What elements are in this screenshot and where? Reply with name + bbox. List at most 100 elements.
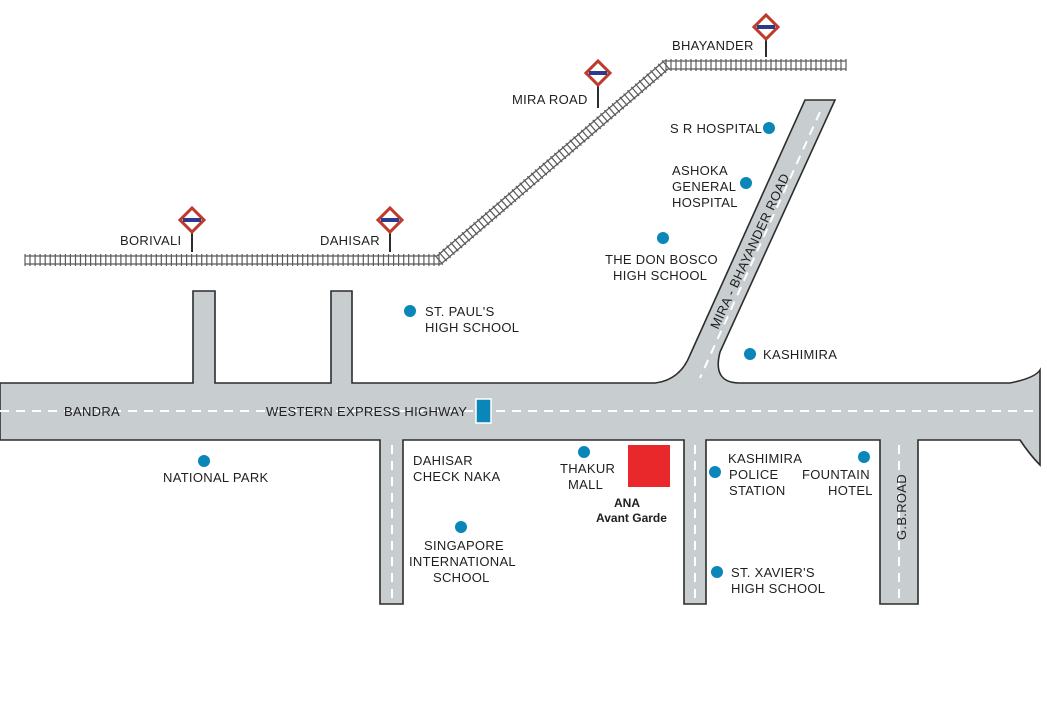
rail-sleeper bbox=[484, 212, 494, 222]
rail-sleeper bbox=[438, 251, 448, 262]
location-dot-icon bbox=[744, 348, 756, 360]
rail-sleeper bbox=[453, 238, 463, 249]
rail-sleeper bbox=[492, 205, 502, 216]
rail-sleeper bbox=[465, 228, 475, 239]
rail-sleeper bbox=[442, 248, 452, 259]
poi-label-sr-hospital: S R HOSPITAL bbox=[670, 121, 762, 136]
project-label-2: Avant Garde bbox=[596, 511, 667, 525]
station-label-dahisar: DAHISAR bbox=[320, 233, 380, 248]
station-label-mira-road: MIRA ROAD bbox=[512, 92, 588, 107]
poi-label-kpolice-2: POLICE bbox=[729, 467, 779, 482]
poi-kashimira-police: KASHIMIRA POLICE STATION bbox=[709, 451, 802, 498]
location-dot-icon bbox=[711, 566, 723, 578]
project-ana-avant-garde: ANA Avant Garde bbox=[596, 445, 670, 525]
poi-label-ashoka-2: GENERAL bbox=[672, 179, 736, 194]
rail-sleeper bbox=[607, 106, 617, 117]
poi-st-xaviers: ST. XAVIER'S HIGH SCHOOL bbox=[711, 565, 825, 596]
road-label-gb-road: G.B.ROAD bbox=[894, 474, 909, 540]
poi-label-thakur-1: THAKUR bbox=[560, 461, 615, 476]
rail-sleeper bbox=[573, 136, 582, 146]
location-dot-icon bbox=[455, 521, 467, 533]
rail-sleeper bbox=[623, 93, 632, 103]
poi-label-xavier-1: ST. XAVIER'S bbox=[731, 565, 815, 580]
rail-sleeper bbox=[503, 195, 513, 206]
rail-sleeper bbox=[519, 182, 529, 193]
rail-sleeper bbox=[450, 241, 459, 252]
rail-sleeper bbox=[657, 63, 667, 74]
rail-sleeper bbox=[461, 231, 471, 242]
project-marker bbox=[628, 445, 670, 487]
poi-label-kpolice-3: STATION bbox=[729, 483, 786, 498]
poi-label-kashimira: KASHIMIRA bbox=[763, 347, 837, 362]
railway-line bbox=[24, 59, 847, 266]
mbr-centre-line bbox=[699, 111, 821, 379]
station-mira-road: MIRA ROAD bbox=[512, 58, 613, 108]
poi-label-national-park: NATIONAL PARK bbox=[163, 470, 269, 485]
rail-sleeper bbox=[523, 179, 532, 189]
rail-sleeper bbox=[592, 119, 602, 130]
poi-label-singapore-1: SINGAPORE bbox=[424, 538, 504, 553]
location-dot-icon bbox=[198, 455, 210, 467]
rail-sleeper bbox=[580, 129, 590, 140]
rail-sleeper bbox=[538, 165, 548, 176]
rail-sleeper bbox=[488, 208, 498, 219]
rail-sleeper bbox=[530, 172, 540, 183]
rail-sleeper bbox=[561, 146, 571, 156]
rail-sleeper bbox=[526, 175, 536, 186]
location-dot-icon bbox=[404, 305, 416, 317]
poi-st-pauls: ST. PAUL'S HIGH SCHOOL bbox=[404, 304, 519, 335]
rail-sleeper bbox=[588, 122, 598, 133]
rail-sleeper bbox=[469, 225, 478, 236]
rail-sleeper bbox=[627, 89, 636, 100]
rail-sleeper bbox=[507, 192, 517, 203]
rail-sleeper bbox=[619, 96, 629, 107]
rail-sleeper bbox=[496, 202, 505, 213]
rail-sleeper bbox=[553, 152, 563, 163]
rail-sleeper bbox=[534, 169, 544, 179]
poi-label-thakur-2: MALL bbox=[568, 477, 603, 492]
location-dot-icon bbox=[763, 122, 775, 134]
rail-sleeper bbox=[550, 155, 559, 166]
rail-sleeper bbox=[473, 222, 482, 232]
rail-sleeper bbox=[434, 255, 444, 265]
poi-label-don-bosco-1: THE DON BOSCO bbox=[605, 252, 718, 267]
poi-kashimira: KASHIMIRA bbox=[744, 347, 837, 362]
toll-marker bbox=[475, 398, 492, 424]
rail-sleeper bbox=[650, 70, 659, 80]
station-label-bhayander: BHAYANDER bbox=[672, 38, 754, 53]
poi-sr-hospital: S R HOSPITAL bbox=[670, 121, 775, 136]
location-dot-icon bbox=[858, 451, 870, 463]
rail-sleeper bbox=[511, 188, 521, 199]
location-dot-icon bbox=[578, 446, 590, 458]
poi-label-fountain-1: FOUNTAIN bbox=[802, 467, 870, 482]
location-dot-icon bbox=[709, 466, 721, 478]
rail-sleeper bbox=[515, 185, 525, 196]
poi-label-xavier-2: HIGH SCHOOL bbox=[731, 581, 825, 596]
rail-sleeper bbox=[457, 235, 467, 246]
poi-label-ashoka-1: ASHOKA bbox=[672, 163, 728, 178]
station-bhayander: BHAYANDER bbox=[672, 12, 781, 57]
rail-sleeper bbox=[596, 116, 605, 127]
poi-label-don-bosco-2: HIGH SCHOOL bbox=[613, 268, 707, 283]
poi-label-fountain-2: HOTEL bbox=[828, 483, 873, 498]
rail-sleeper bbox=[603, 109, 613, 120]
poi-label-dahisar-check-2: CHECK NAKA bbox=[413, 469, 501, 484]
station-borivali: BORIVALI bbox=[120, 205, 207, 252]
poi-national-park: NATIONAL PARK bbox=[163, 455, 269, 485]
project-label-1: ANA bbox=[614, 496, 640, 510]
rail-sleeper bbox=[642, 76, 652, 87]
road-label-bandra: BANDRA bbox=[64, 404, 120, 419]
poi-label-kpolice-1: KASHIMIRA bbox=[728, 451, 802, 466]
rail-sleeper bbox=[480, 215, 490, 226]
station-dahisar: DAHISAR bbox=[320, 205, 405, 252]
rail-sleeper bbox=[630, 86, 640, 97]
poi-dahisar-check-naka: DAHISAR CHECK NAKA bbox=[413, 453, 501, 484]
rail-sleeper bbox=[584, 126, 594, 137]
poi-ashoka-hospital: ASHOKA GENERAL HOSPITAL bbox=[672, 163, 752, 210]
location-dot-icon bbox=[657, 232, 669, 244]
poi-thakur-mall: THAKUR MALL bbox=[560, 446, 615, 492]
station-label-borivali: BORIVALI bbox=[120, 233, 181, 248]
poi-label-st-pauls-1: ST. PAUL'S bbox=[425, 304, 495, 319]
poi-fountain-hotel: FOUNTAIN HOTEL bbox=[802, 451, 873, 498]
rail-sleeper bbox=[576, 132, 586, 143]
